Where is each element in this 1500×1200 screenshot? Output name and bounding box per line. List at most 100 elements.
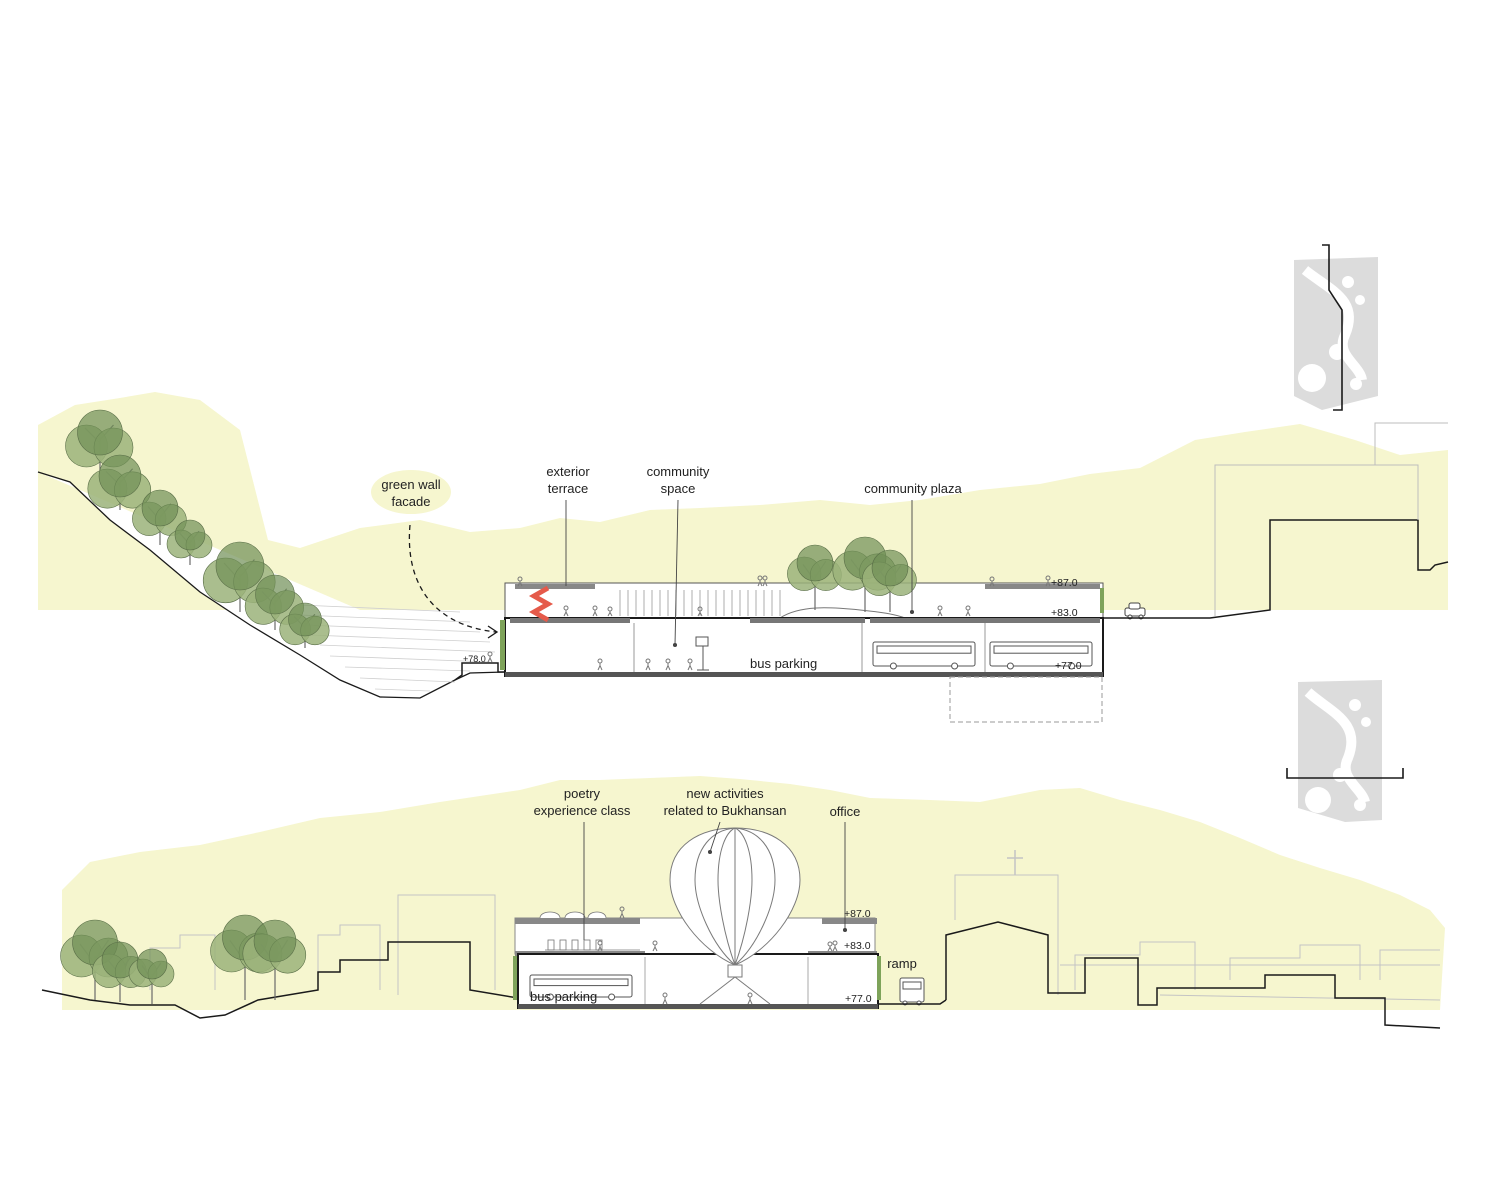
facade-mullions-a (619, 590, 781, 616)
mid-slab-mid-a (750, 618, 865, 623)
background-buildings-b (149, 874, 1441, 1001)
person-icon (747, 992, 753, 1005)
person-icon (645, 658, 651, 671)
red-slide (528, 585, 554, 623)
person-icon (619, 906, 625, 919)
buses-b (529, 974, 633, 1001)
ramp-bus-icon (899, 977, 925, 1006)
person-icon (607, 606, 613, 617)
roof-slab-right-b (822, 918, 877, 924)
roof-domes-b (539, 911, 607, 919)
key-plan-section-a (1294, 244, 1378, 411)
mid-slab-right-a (870, 618, 1100, 623)
person-icon (832, 940, 838, 952)
right-roof-slab-a (985, 584, 1100, 589)
tree-icon (862, 549, 917, 612)
label-community-space: community space (646, 464, 710, 496)
buses-a (872, 641, 1093, 670)
label-bus-parking-b: bus parking (530, 989, 598, 1004)
label-new-activities: new activities related to Bukhansan (663, 786, 787, 818)
label-exterior-terrace: exterior terrace (546, 464, 590, 496)
building-a (500, 582, 1104, 723)
person-icon (937, 605, 943, 617)
elevation-parking-b: +77.0 (845, 993, 872, 1005)
green-wall-b-left (513, 956, 517, 1000)
ramp-profile (878, 999, 947, 1005)
trees-b (60, 914, 307, 1004)
elevation-roof-a: +87.0 (1051, 577, 1078, 589)
key-plan-cut-line-a (1322, 244, 1343, 411)
person-icon (517, 576, 523, 587)
tree-icon (242, 919, 307, 1000)
green-wall-arrowhead (487, 625, 499, 639)
green-wall-label-highlight (371, 470, 451, 514)
tree-icon (132, 489, 187, 545)
ground-profile-b (41, 941, 519, 1019)
trees-a (65, 409, 330, 648)
section-a (37, 244, 1449, 723)
bus-icon (872, 641, 976, 670)
person-icon (687, 658, 693, 671)
mountain-silhouette-a (38, 392, 1448, 610)
tree-icon (87, 454, 152, 510)
person-icon (965, 605, 971, 617)
elevation-street-a: +78.0 (463, 654, 486, 664)
parking-floor-slab-b (518, 1004, 878, 1009)
person-icon (487, 651, 493, 663)
person-icon (652, 940, 658, 952)
right-ground-profile-b (945, 921, 1441, 1029)
key-plan-holes-a (1298, 266, 1367, 392)
balloon-support (699, 976, 771, 1005)
green-wall-a (500, 620, 505, 670)
tree-icon (787, 544, 842, 610)
label-ramp: ramp (887, 956, 917, 971)
tree-icon (279, 602, 330, 648)
label-community-plaza: community plaza (864, 481, 962, 496)
person-icon (827, 941, 833, 952)
leader-community-space (674, 499, 679, 646)
person-icon (762, 575, 768, 587)
elevation-parking-a: +77.0 (1055, 660, 1082, 672)
section-b (41, 680, 1445, 1029)
exterior-terrace-slab (515, 584, 595, 589)
person-icon (597, 940, 603, 952)
elevation-plaza-b: +83.0 (844, 940, 871, 952)
elevation-plaza-a: +83.0 (1051, 607, 1078, 619)
key-plan-section-b (1286, 680, 1404, 822)
roof-slab-left-b (515, 918, 640, 924)
person-icon (1045, 575, 1051, 587)
person-icon (563, 605, 569, 617)
tree-icon (128, 948, 175, 1004)
leader-lines (565, 499, 915, 940)
basketball-hoop (695, 636, 709, 671)
green-roof-edge-a (1100, 588, 1104, 613)
bus-icon (529, 974, 633, 1001)
bus-icon (989, 641, 1093, 670)
people-a (487, 575, 1051, 671)
key-plan-cut-line-b (1286, 768, 1404, 779)
person-icon (597, 658, 603, 671)
plaza-trees (787, 536, 917, 612)
left-street-step-a (454, 662, 506, 681)
green-wall-arrow (408, 524, 497, 633)
elevation-roof-b: +87.0 (844, 908, 871, 920)
parking-floor-slab-a (505, 672, 1103, 677)
person-icon (757, 575, 763, 587)
mid-slab-left-a (510, 618, 630, 623)
key-plan-holes-b (1304, 688, 1371, 813)
future-extension-outline (949, 676, 1103, 723)
person-icon (592, 605, 598, 617)
person-icon (989, 576, 995, 587)
person-icon (662, 992, 668, 1005)
label-office: office (829, 804, 861, 819)
label-poetry-experience-class: poetry experience class (533, 786, 631, 818)
church-cross-icon (1007, 850, 1023, 875)
plaza-mound (779, 607, 906, 619)
leader-new-activities (709, 821, 721, 853)
tree-icon (166, 519, 213, 565)
people-b (597, 906, 838, 1005)
label-bus-parking-a: bus parking (750, 656, 818, 671)
green-wall-b-right (877, 956, 881, 1000)
person-icon (697, 606, 703, 617)
